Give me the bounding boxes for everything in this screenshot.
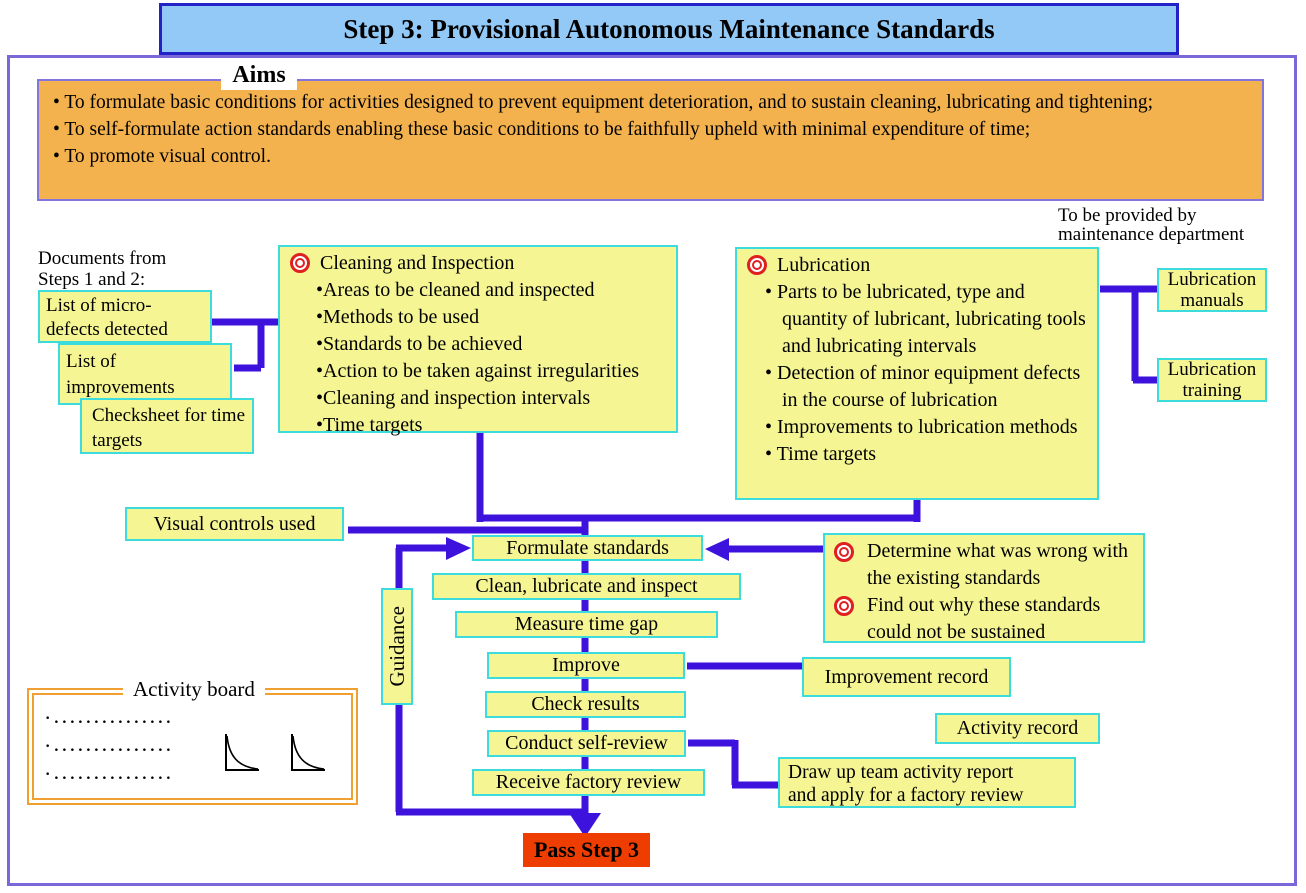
aims-item: • To formulate basic conditions for acti…: [53, 92, 1154, 113]
guidance-label: Guidance: [384, 606, 409, 687]
activity-board: Activity board ·............... ·.......…: [27, 676, 358, 805]
standards-review-item: Determine what was wrong with the existi…: [867, 540, 1129, 589]
flow-step-conduct-self-review: Conduct self-review: [487, 730, 686, 757]
flow-step-improve: Improve: [487, 652, 685, 679]
activity-record-box: Activity record: [935, 713, 1100, 744]
guidance-box: Guidance: [381, 588, 413, 705]
lubrication-manuals-box: Lubrication manuals: [1157, 268, 1267, 312]
arrow-into-formulate-right: [705, 538, 729, 561]
aims-label: Aims: [221, 62, 297, 90]
standards-review-box: Determine what was wrong with the existi…: [823, 533, 1145, 643]
bullseye-icon: [834, 542, 854, 562]
flow-step-formulate-standards: Formulate standards: [472, 535, 703, 561]
arrow-into-pass-step: [569, 813, 601, 837]
aims-item: • To promote visual control.: [53, 146, 271, 167]
dotted-line: ·...............: [45, 766, 175, 783]
cleaning-item: •Methods to be used: [316, 306, 480, 328]
visual-controls-box: Visual controls used: [125, 507, 344, 541]
doc-box-checksheet: Checksheet for time targets: [80, 398, 254, 454]
lubrication-title: Lubrication: [777, 254, 871, 276]
flow-step-measure-time-gap: Measure time gap: [455, 611, 718, 638]
doc-box-micro-defects: List of micro-defects detected: [38, 290, 212, 343]
activity-board-title: Activity board: [123, 676, 265, 702]
bullseye-icon: [834, 596, 854, 616]
cleaning-inspection-box: Cleaning and Inspection •Areas to be cle…: [278, 245, 678, 436]
bullseye-icon: [747, 255, 767, 275]
cleaning-item: •Standards to be achieved: [316, 333, 523, 355]
lubrication-training-box: Lubrication training: [1157, 358, 1267, 402]
cleaning-title: Cleaning and Inspection: [320, 252, 515, 274]
decay-chart-icon: [225, 734, 259, 771]
page-title: Step 3: Provisional Autonomous Maintenan…: [159, 3, 1179, 55]
cleaning-item: •Time targets: [316, 414, 423, 436]
team-activity-report-line: Draw up team activity report: [788, 762, 1014, 783]
outer-frame: [7, 55, 1297, 886]
lubrication-item: • Parts to be lubricated, type and quant…: [765, 281, 1086, 357]
flow-step-check-results: Check results: [485, 691, 686, 718]
decay-chart-icon: [291, 734, 325, 771]
team-activity-report-box: Draw up team activity report and apply f…: [778, 757, 1076, 808]
cleaning-item: •Areas to be cleaned and inspected: [316, 279, 595, 301]
lubrication-item: • Improvements to lubrication methods: [765, 416, 1078, 438]
cleaning-item: •Cleaning and inspection intervals: [316, 387, 591, 409]
arrow-into-formulate-left: [446, 537, 471, 560]
dotted-line: ·...............: [45, 710, 175, 727]
dotted-line: ·...............: [45, 738, 175, 755]
lubrication-item: • Time targets: [765, 443, 877, 465]
aims-item: • To self-formulate action standards ena…: [53, 119, 1031, 140]
doc-box-improvements: List of improvements: [58, 343, 232, 405]
maintenance-dept-label: To be provided by maintenance department: [1058, 205, 1245, 245]
documents-label: Documents from Steps 1 and 2:: [38, 248, 167, 290]
cleaning-item: •Action to be taken against irregulariti…: [316, 360, 640, 382]
team-activity-report-line: and apply for a factory review: [788, 785, 1024, 806]
bullseye-icon: [290, 253, 310, 273]
standards-review-item: Find out why these standards could not b…: [867, 594, 1101, 643]
lubrication-box: Lubrication • Parts to be lubricated, ty…: [735, 247, 1099, 500]
lubrication-item: • Detection of minor equipment defects i…: [765, 362, 1081, 411]
pass-step-3-box: Pass Step 3: [523, 833, 650, 867]
improvement-record-box: Improvement record: [802, 657, 1011, 697]
flow-step-receive-factory-review: Receive factory review: [472, 769, 705, 796]
aims-box: • To formulate basic conditions for acti…: [37, 79, 1264, 201]
flow-step-clean-lubricate-inspect: Clean, lubricate and inspect: [432, 573, 741, 600]
